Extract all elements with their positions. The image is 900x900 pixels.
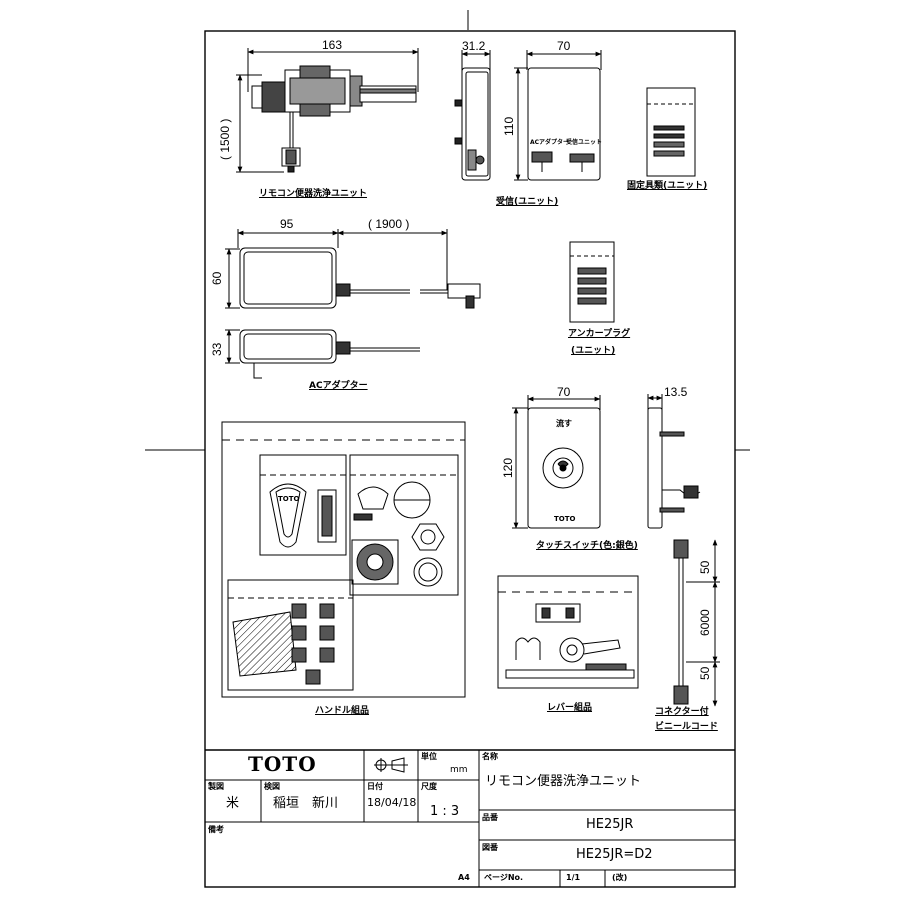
scale-value: 1 : 3: [430, 804, 460, 819]
receiver-label-left: ACアダプター: [530, 139, 570, 146]
caption-adapter: ACアダプター: [309, 381, 368, 391]
dim-receiver-width: 70: [557, 39, 571, 53]
scale-label: 尺度: [421, 782, 437, 791]
caption-anchor-plug-1: アンカープラグ: [568, 329, 631, 339]
caption-cord-2: ビニールコード: [655, 722, 718, 732]
caption-fixing-parts: 固定具類(ユニット): [627, 181, 708, 191]
drawing-frame: [204, 30, 736, 888]
checked-value: 稲垣 新川: [273, 796, 339, 811]
receiver-side-drawing: [454, 50, 491, 181]
caption-touch-switch: タッチスイッチ(色:銀色): [536, 541, 638, 551]
touch-switch-side-drawing: [647, 394, 701, 529]
paper-size: A4: [458, 873, 470, 882]
drawing-no-value: HE25JR=D2: [576, 847, 653, 862]
dim-adapter-depth: 33: [210, 342, 224, 356]
dim-adapter-width: 95: [280, 217, 294, 231]
dim-cord-end1: 50: [698, 560, 712, 574]
dim-switch-width: 70: [557, 385, 571, 399]
dim-switch-height: 120: [501, 457, 515, 478]
revision-label: (改): [612, 873, 628, 882]
dim-remote-cord: ( 1500 ): [218, 118, 232, 160]
dim-adapter-cord: ( 1900 ): [368, 217, 410, 231]
date-label: 日付: [367, 782, 383, 791]
title-block: [205, 749, 735, 887]
remarks-label: 備考: [208, 825, 224, 834]
centering-marks: [145, 10, 750, 451]
caption-receiver: 受信(ユニット): [496, 197, 559, 207]
drawn-value: 米: [226, 796, 240, 811]
dim-adapter-height: 60: [210, 271, 224, 285]
receiver-label-right: 受信ユニット: [566, 139, 603, 146]
page-label: ページNo.: [484, 873, 524, 882]
switch-brand-label: TOTO: [554, 515, 576, 523]
drawn-label: 製図: [208, 782, 224, 791]
checked-label: 検図: [264, 782, 280, 791]
caption-remote-unit: リモコン便器洗浄ユニット: [259, 189, 368, 199]
dim-receiver-depth: 31.2: [462, 39, 486, 53]
date-value: 18/04/18: [367, 796, 417, 809]
unit-label: 単位: [421, 752, 437, 761]
product-no-label: 品番: [482, 813, 498, 822]
dim-remote-width: 163: [322, 38, 343, 52]
remote-unit-drawing: [236, 48, 419, 173]
vinyl-cord-drawing: [673, 539, 720, 707]
ac-adapter-top-drawing: [225, 229, 481, 309]
ac-adapter-side-drawing: [225, 329, 420, 379]
dim-switch-depth: 13.5: [664, 385, 688, 399]
lever-parts-bag: [497, 575, 639, 689]
handle-brand-label: TOTO: [278, 495, 300, 503]
touch-switch-front-drawing: [512, 395, 601, 529]
anchor-plug-bag: [569, 241, 615, 323]
caption-cord-1: コネクター付: [655, 707, 709, 717]
switch-top-label: 流す: [556, 419, 572, 428]
dim-cord-length: 6000: [698, 609, 712, 636]
caption-lever-parts: レバー組品: [547, 703, 593, 713]
caption-anchor-plug-2: (ユニット): [571, 346, 616, 356]
dim-cord-end2: 50: [698, 666, 712, 680]
receiver-front-drawing: [514, 50, 602, 181]
page-value: 1/1: [566, 873, 581, 882]
name-label: 名称: [482, 752, 498, 761]
company-logo: TOTO: [248, 752, 317, 776]
unit-value: mm: [450, 765, 468, 775]
caption-handle-parts: ハンドル組品: [315, 706, 370, 716]
fixing-parts-bag: [646, 87, 696, 177]
product-no-value: HE25JR: [586, 817, 634, 832]
name-value: リモコン便器洗浄ユニット: [485, 774, 642, 789]
drawing-no-label: 図番: [482, 843, 498, 852]
dim-receiver-height: 110: [502, 116, 516, 136]
handle-parts-bag: [221, 421, 466, 698]
